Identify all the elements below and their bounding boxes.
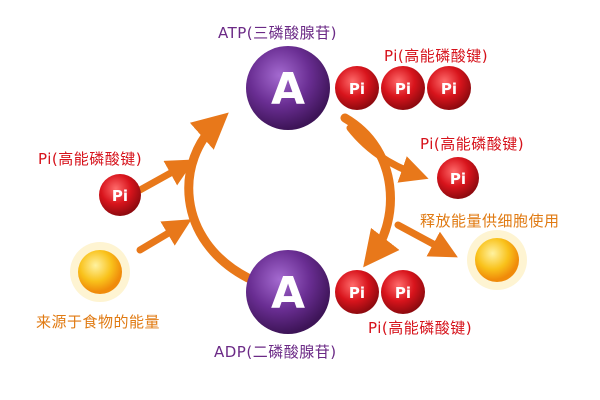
food-energy-sun-icon (70, 242, 130, 302)
atp-phosphate-1 (335, 66, 379, 110)
input-phosphate (99, 174, 141, 216)
atp-pi-label: Pi(高能磷酸键) (384, 47, 489, 65)
atp-phosphate-1-text: Pi (349, 80, 365, 98)
adp-letter: A (271, 268, 305, 319)
adp-phosphate-2 (381, 270, 425, 314)
atp-phosphate-2-text: Pi (395, 80, 411, 98)
energy-input-arrow (136, 219, 192, 254)
pi-release-arrow (346, 124, 429, 183)
released-phosphate-text: Pi (450, 170, 466, 188)
energy-release-arrow (394, 221, 458, 258)
input-phosphate-text: Pi (112, 187, 128, 205)
atp-phosphate-3-text: Pi (441, 80, 457, 98)
adp-phosphate-1-text: Pi (349, 284, 365, 302)
input-pi-label: Pi(高能磷酸键) (38, 150, 143, 168)
adp-phosphate-2-text: Pi (395, 284, 411, 302)
adp-pi-label: Pi(高能磷酸键) (368, 319, 473, 337)
atp-label: ATP(三磷酸腺苷) (218, 24, 338, 42)
food-energy-label: 来源于食物的能量 (36, 313, 161, 331)
atp-phosphate-2 (381, 66, 425, 110)
adp-label: ADP(二磷酸腺苷) (214, 343, 337, 361)
adp-phosphate-1 (335, 270, 379, 314)
cycle-arrow-left (184, 112, 253, 283)
released-energy-sun-icon (467, 230, 527, 290)
pi-input-arrow (136, 159, 195, 194)
cycle-arrow-right (340, 113, 400, 268)
released-pi-label: Pi(高能磷酸键) (420, 135, 525, 153)
release-energy-label: 释放能量供细胞使用 (420, 212, 560, 230)
atp-letter: A (271, 64, 305, 115)
released-phosphate (437, 157, 479, 199)
atp-adenosine-sphere (246, 46, 330, 130)
atp-phosphate-3 (427, 66, 471, 110)
adp-adenosine-sphere (246, 250, 330, 334)
